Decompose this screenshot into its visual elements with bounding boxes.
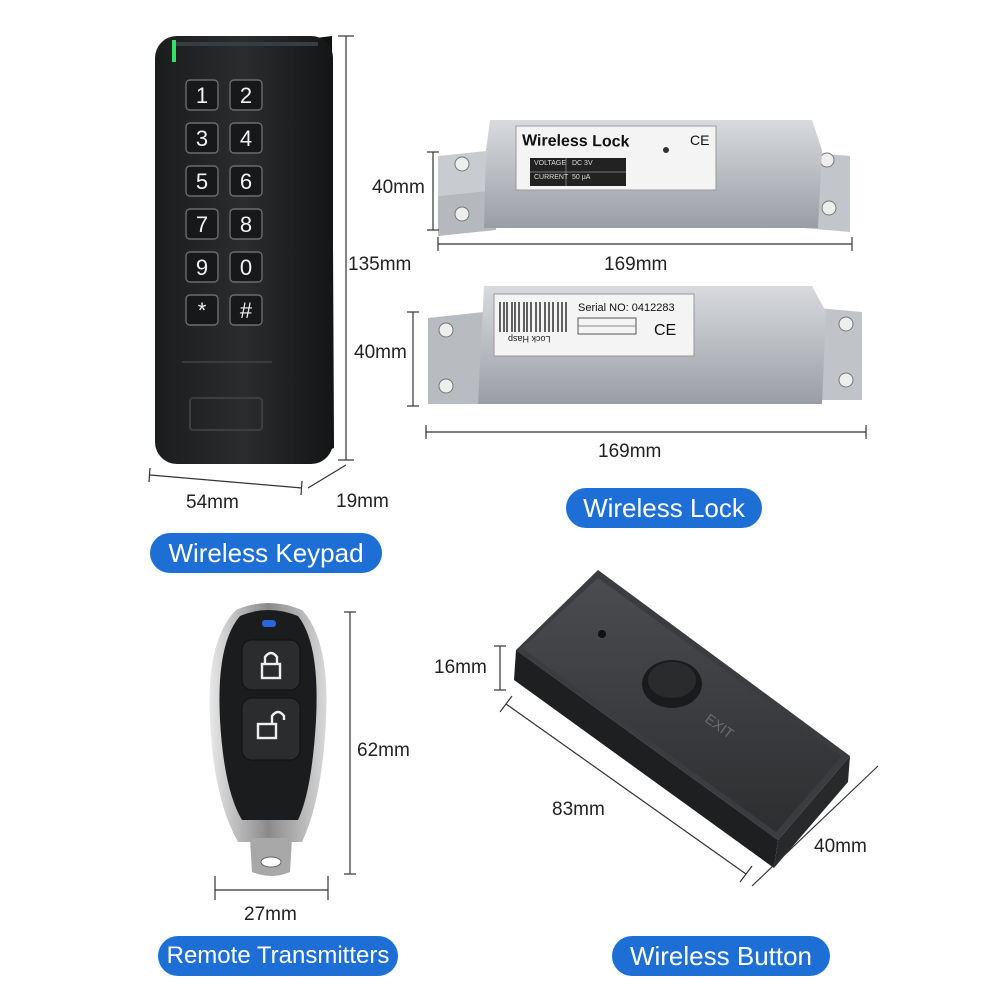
keypad-height-label: 135mm [348,254,412,275]
lock-bottom-dimension-lines [407,311,867,439]
svg-text:2: 2 [240,83,252,108]
ce-mark: CE [690,132,710,148]
remote-led [262,620,276,627]
exit-height-label: 16mm [434,657,487,678]
keypad-dimension-lines [148,35,354,496]
svg-text:3: 3 [196,126,208,151]
remote-dimension-lines [214,611,356,900]
exit-button-dimension-lines [494,645,879,887]
key-3: 3 [185,122,219,154]
svg-text:7: 7 [196,212,208,237]
lock-icon [260,662,282,680]
wireless-keypad-caption: Wireless Keypad [150,533,382,573]
key-0: 0 [229,251,263,283]
wireless-lock-caption: Wireless Lock [566,488,762,528]
svg-text:*: * [198,298,207,323]
key-7: 7 [185,208,219,240]
wireless-keypad-image: 1 2 3 4 5 6 7 8 9 0 * # [155,36,334,464]
status-led [172,40,176,62]
svg-text:#: # [240,298,253,323]
svg-text:4: 4 [240,126,252,151]
svg-text:5: 5 [196,169,208,194]
key-9: 9 [185,251,219,283]
lock-bottom-length-label: 169mm [598,441,662,462]
key-8: 8 [229,208,263,240]
wireless-exit-button-image [514,570,850,868]
unlock-button [241,697,301,761]
status-led [598,630,606,638]
remote-transmitter-image [209,603,327,876]
remote-height-label: 62mm [357,740,410,761]
keypad-depth-label: 19mm [336,491,389,512]
spec-row-current-name: CURRENT [534,174,569,181]
lock-label-title: Wireless Lock [521,132,630,151]
key-4: 4 [229,122,263,154]
svg-text:1: 1 [196,83,208,108]
svg-text:0: 0 [240,255,252,280]
svg-text:6: 6 [240,169,252,194]
svg-text:9: 9 [196,255,208,280]
wireless-lock-top-image [438,120,850,236]
ce-mark-bottom: CE [654,322,677,339]
lock-bottom-height-label: 40mm [354,342,407,363]
key-1: 1 [185,79,219,111]
key-2: 2 [229,79,263,111]
spec-row-voltage-value: DC 3V [572,160,593,167]
key-6: 6 [229,165,263,197]
exit-width-label: 40mm [814,836,867,857]
keypad-width-label: 54mm [186,492,239,513]
spec-row-voltage-name: VOLTAGE [534,160,567,167]
lock-top-dimension-lines [427,151,853,251]
lock-top-height-label: 40mm [372,177,425,198]
remote-transmitters-caption: Remote Transmitters [158,936,398,976]
card-reader-area [189,397,263,431]
unlock-icon [256,722,278,740]
svg-text:8: 8 [240,212,252,237]
lock-top-length-label: 169mm [604,254,668,275]
spec-row-current-value: 50 μA [572,174,591,181]
remote-width-label: 27mm [244,904,297,925]
key-star: * [185,294,219,326]
lock-hasp-label: Lock Hasp [508,334,551,344]
key-5: 5 [185,165,219,197]
key-hash: # [229,294,263,326]
exit-length-label: 83mm [552,799,605,820]
wireless-button-caption: Wireless Button [612,936,830,976]
lock-serial-number: Serial NO: 0412283 [578,302,675,314]
wireless-lock-bottom-image [428,286,862,404]
